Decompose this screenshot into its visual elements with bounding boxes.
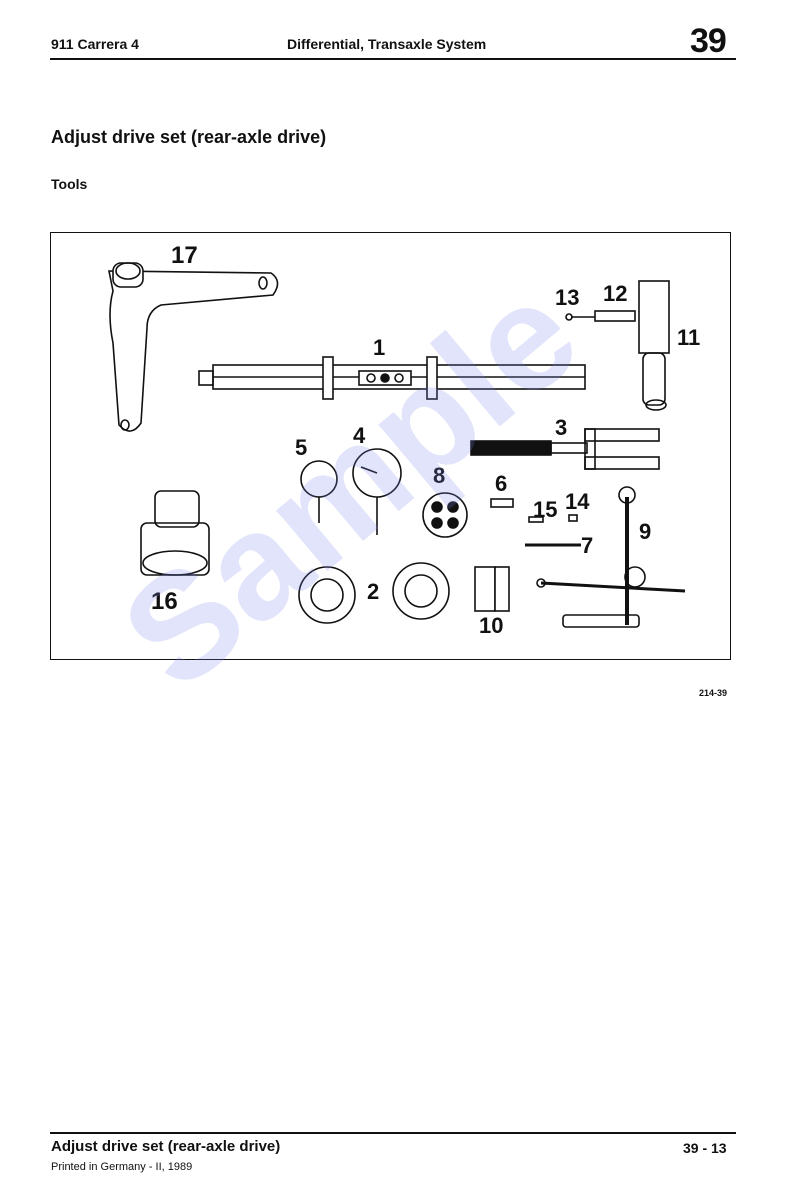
- tool-8-holder: [422, 492, 468, 538]
- tools-heading: Tools: [51, 176, 88, 192]
- footer-rule: [50, 1132, 736, 1134]
- tools-illustration: 17 1 13 12 11 3 4 5 8 6 15 14 9 7 16 2 1…: [108, 242, 700, 638]
- tools-figure: 17 1 13 12 11 3 4 5 8 6 15 14 9 7 16 2 1…: [50, 232, 731, 660]
- tool-16-socket: [140, 490, 210, 576]
- header-group-number: 39: [690, 22, 727, 60]
- callout-16: 16: [151, 588, 178, 615]
- header-model: 911 Carrera 4: [51, 36, 139, 52]
- callout-14: 14: [565, 489, 590, 514]
- page-title: Adjust drive set (rear-axle drive): [51, 127, 327, 147]
- footer-title: Adjust drive set (rear-axle drive): [51, 1138, 281, 1155]
- callout-1: 1: [373, 335, 385, 360]
- tool-6-7-14-15-small-parts: [490, 498, 581, 547]
- tool-17-wrench: [108, 262, 279, 432]
- figure-id: 214-39: [699, 688, 728, 698]
- tool-1-gauge-bar: [198, 356, 586, 400]
- tool-9-stand: [536, 486, 686, 628]
- callout-17: 17: [171, 242, 198, 269]
- tool-3-micrometer: [470, 428, 660, 470]
- callout-2: 2: [367, 579, 379, 604]
- header-rule: [50, 58, 736, 60]
- tool-10-blocks: [474, 566, 510, 612]
- header-section: Differential, Transaxle System: [287, 36, 487, 52]
- callout-5: 5: [295, 435, 307, 460]
- callout-4: 4: [353, 423, 366, 448]
- callout-3: 3: [555, 415, 567, 440]
- callout-7: 7: [581, 533, 593, 558]
- tool-5-dial-indicator: [300, 460, 338, 523]
- footer-page-number: 39 - 13: [683, 1140, 727, 1156]
- tool-2-rings: [298, 562, 450, 624]
- callout-6: 6: [495, 471, 507, 496]
- footer-print-info: Printed in Germany - II, 1989: [51, 1161, 193, 1173]
- tool-11-13-gauges: [565, 280, 670, 411]
- tool-4-dial-indicator: [352, 448, 402, 535]
- callout-10: 10: [479, 613, 503, 638]
- callout-12: 12: [603, 281, 627, 306]
- callout-15: 15: [533, 497, 557, 522]
- callout-8: 8: [433, 463, 445, 488]
- callout-9: 9: [639, 519, 651, 544]
- callout-11: 11: [677, 325, 700, 350]
- callout-13: 13: [555, 285, 579, 310]
